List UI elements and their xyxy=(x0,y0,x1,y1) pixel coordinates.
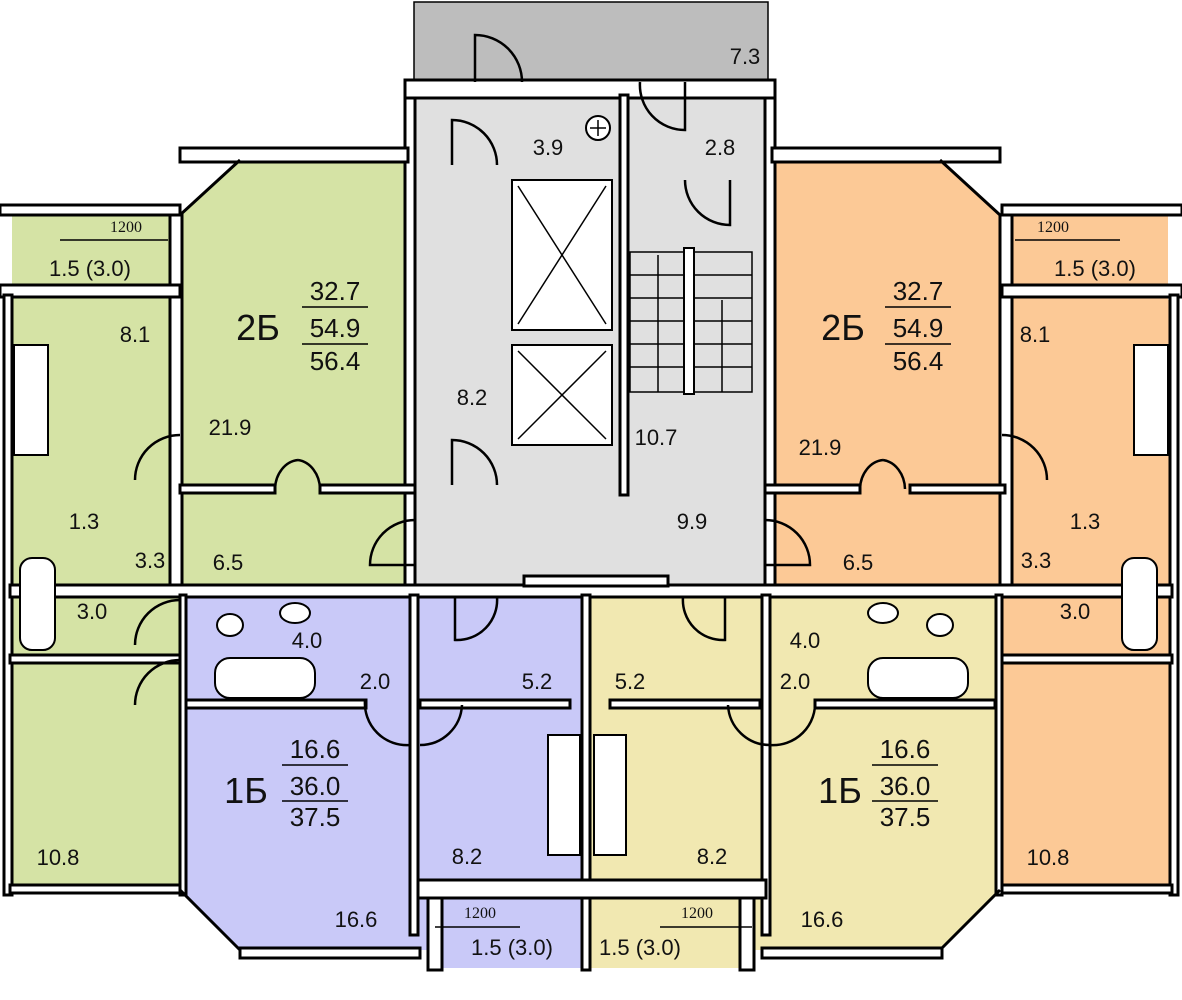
dimension-label: 1200 xyxy=(681,905,713,922)
living-area: 16.6 xyxy=(880,734,931,764)
bathtub xyxy=(1121,557,1158,651)
walls xyxy=(0,1,1182,972)
bathtub xyxy=(214,657,316,699)
apartment-1b-left-labels: 1Б 16.6 36.0 37.5 4.0 2.0 5.2 8.2 16.6 1… xyxy=(224,628,553,960)
sink xyxy=(867,602,899,624)
living-area: 16.6 xyxy=(290,734,341,764)
area-label: 3.9 xyxy=(533,135,564,160)
area-label: 10.8 xyxy=(1027,845,1070,870)
area-label: 2.8 xyxy=(705,135,736,160)
apartment-type: 2Б xyxy=(236,307,280,348)
area-label: 6.5 xyxy=(843,550,874,575)
area-label: 8.2 xyxy=(452,844,483,869)
area-label: 7.3 xyxy=(730,44,761,69)
area-label: 1.5 (3.0) xyxy=(599,935,681,960)
area-label: 5.2 xyxy=(522,669,553,694)
area-label: 1.3 xyxy=(1070,509,1101,534)
bathtub xyxy=(19,557,56,651)
area-label: 1.5 (3.0) xyxy=(49,256,131,281)
area-label: 1.5 (3.0) xyxy=(1054,256,1136,281)
area-label: 3.3 xyxy=(135,548,166,573)
core-labels: 7.3 3.9 2.8 8.2 10.7 9.9 xyxy=(457,44,761,534)
total-area: 36.0 xyxy=(880,771,931,801)
area-label: 21.9 xyxy=(799,435,842,460)
area-label: 3.0 xyxy=(1060,599,1091,624)
total-with-balcony: 56.4 xyxy=(310,346,361,376)
area-label: 8.1 xyxy=(120,322,151,347)
living-area: 32.7 xyxy=(893,276,944,306)
area-label: 21.9 xyxy=(209,415,252,440)
area-label: 16.6 xyxy=(335,907,378,932)
kitchen-counter xyxy=(593,734,627,856)
common-balcony xyxy=(414,2,768,82)
doors xyxy=(133,33,1049,747)
area-label: 1.3 xyxy=(69,509,100,534)
area-label: 1.5 (3.0) xyxy=(471,935,553,960)
area-label: 8.2 xyxy=(457,385,488,410)
sink xyxy=(279,602,311,624)
living-area: 32.7 xyxy=(310,276,361,306)
area-label: 8.2 xyxy=(697,844,728,869)
area-label: 4.0 xyxy=(292,628,323,653)
dimension-label: 1200 xyxy=(1037,219,1069,236)
area-label: 10.8 xyxy=(37,845,80,870)
apartment-2b-right-labels: 2Б 32.7 54.9 56.4 1200 1.5 (3.0) 8.1 21.… xyxy=(799,219,1136,870)
elevators xyxy=(511,179,613,446)
area-label: 2.0 xyxy=(360,669,391,694)
total-with-balcony: 56.4 xyxy=(893,346,944,376)
toilet xyxy=(926,613,954,637)
kitchen-counter xyxy=(1133,344,1169,456)
dimension-label: 1200 xyxy=(464,905,496,922)
area-label: 10.7 xyxy=(635,425,678,450)
staircase xyxy=(629,247,753,395)
apartment-type: 2Б xyxy=(821,307,865,348)
area-label: 3.3 xyxy=(1021,548,1052,573)
total-area: 54.9 xyxy=(893,313,944,343)
apartment-1b-right-labels: 1Б 16.6 36.0 37.5 4.0 2.0 5.2 8.2 16.6 1… xyxy=(599,628,938,960)
total-area: 36.0 xyxy=(290,771,341,801)
total-with-balcony: 37.5 xyxy=(880,802,931,832)
dimension-label: 1200 xyxy=(110,219,142,236)
area-label: 8.1 xyxy=(1020,322,1051,347)
area-label: 9.9 xyxy=(677,509,708,534)
kitchen-counter xyxy=(547,734,581,856)
toilet xyxy=(216,613,244,637)
area-label: 4.0 xyxy=(790,628,821,653)
apartment-type: 1Б xyxy=(224,770,268,811)
apartment-type: 1Б xyxy=(818,770,862,811)
total-area: 54.9 xyxy=(310,313,361,343)
area-label: 2.0 xyxy=(780,669,811,694)
apartment-2b-left xyxy=(10,160,415,885)
kitchen-counter xyxy=(13,344,49,456)
fixtures xyxy=(13,115,1169,856)
apartment-2b-left-labels: 2Б 32.7 54.9 56.4 1200 1.5 (3.0) 8.1 21.… xyxy=(37,219,368,870)
apartment-2b-right xyxy=(765,160,1170,885)
area-label: 16.6 xyxy=(801,907,844,932)
area-label: 6.5 xyxy=(213,550,244,575)
area-label: 3.0 xyxy=(77,599,108,624)
bathtub xyxy=(867,657,969,699)
area-label: 5.2 xyxy=(615,669,646,694)
total-with-balcony: 37.5 xyxy=(290,802,341,832)
core-area xyxy=(415,95,765,590)
